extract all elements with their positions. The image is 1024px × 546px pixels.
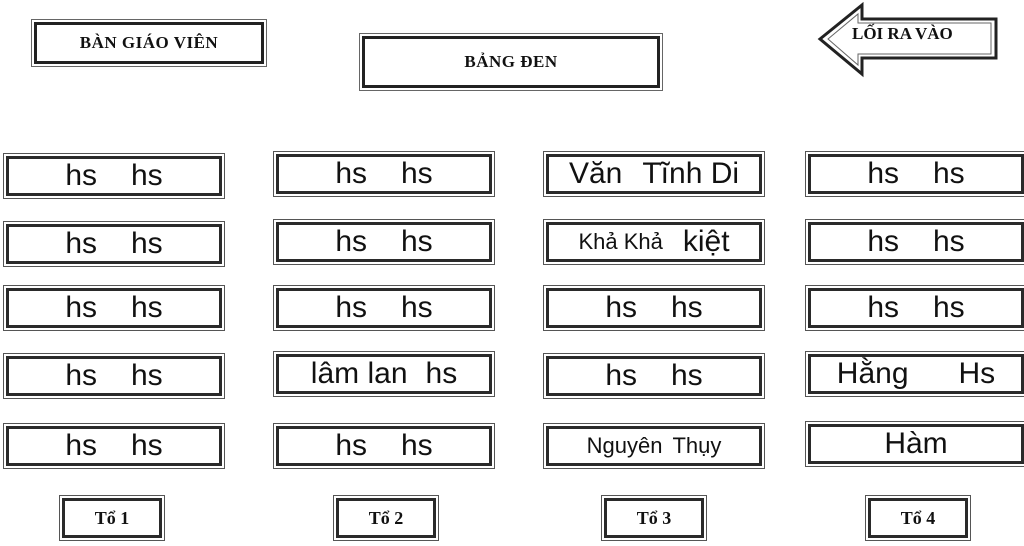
seat: hs [671, 291, 703, 324]
seat: hs [605, 359, 637, 392]
group-label-text: Tổ 2 [368, 507, 404, 528]
desk-g3-r2: Khả Khả kiệt [543, 219, 765, 265]
seat: hs [401, 429, 433, 462]
group-label-3: Tổ 3 [601, 495, 707, 541]
seat: hs [131, 359, 163, 392]
seat: hs [605, 291, 637, 324]
group-label-4: Tổ 4 [865, 495, 971, 541]
desk-g4-r3: hs hs [805, 285, 1024, 331]
seat: hs [933, 157, 965, 190]
desk-g2-r2: hs hs [273, 219, 495, 265]
group-label-text: Tổ 3 [636, 507, 672, 528]
seat: hs [65, 227, 97, 260]
desk-g2-r1: hs hs [273, 151, 495, 197]
desk-g1-r3: hs hs [3, 285, 225, 331]
desk-g2-r4: lâm lan hs [273, 351, 495, 397]
group-label-text: Tổ 1 [94, 507, 130, 528]
desk-g1-r1: hs hs [3, 153, 225, 199]
desk-g1-r5: hs hs [3, 423, 225, 469]
exit-label: LỐI RA VÀO [852, 24, 953, 43]
seat: hs [867, 225, 899, 258]
seat: hs [401, 291, 433, 324]
teacher-desk-label: BÀN GIÁO VIÊN [79, 33, 219, 52]
seat: Hằng [836, 357, 909, 390]
seat: hs [65, 159, 97, 192]
seat: Khả Khả [578, 229, 663, 254]
seat: lâm lan [310, 357, 408, 390]
desk-g3-r4: hs hs [543, 353, 765, 399]
seat: hs [933, 225, 965, 258]
seat: Thụy [672, 433, 722, 458]
blackboard-label: BẢNG ĐEN [464, 52, 558, 71]
seat: hs [131, 291, 163, 324]
seat: hs [933, 291, 965, 324]
desk-g3-r1: Văn Tĩnh Di [543, 151, 765, 197]
desk-g4-r2: hs hs [805, 219, 1024, 265]
group-label-1: Tổ 1 [59, 495, 165, 541]
seat: hs [65, 359, 97, 392]
seat: hs [867, 291, 899, 324]
seat: hs [401, 225, 433, 258]
desk-g2-r3: hs hs [273, 285, 495, 331]
seat: hs [867, 157, 899, 190]
group-label-text: Tổ 4 [900, 507, 936, 528]
teacher-desk: BÀN GIÁO VIÊN [31, 19, 267, 67]
desk-g2-r5: hs hs [273, 423, 495, 469]
seat: hs [131, 227, 163, 260]
desk-g1-r4: hs hs [3, 353, 225, 399]
seat: hs [335, 225, 367, 258]
desk-g4-r1: hs hs [805, 151, 1024, 197]
group-label-2: Tổ 2 [333, 495, 439, 541]
seat: hs [65, 429, 97, 462]
seat: hs [401, 157, 433, 190]
seat: Nguyên [586, 433, 663, 458]
desk-g4-r5: Hàm [805, 421, 1024, 467]
seat: Hs [958, 357, 996, 390]
seat: hs [425, 357, 458, 390]
seat: Tĩnh Di [642, 157, 740, 190]
seat: hs [335, 157, 367, 190]
desk-g1-r2: hs hs [3, 221, 225, 267]
seat: Văn [568, 157, 623, 190]
seat: Hàm [884, 427, 948, 460]
desk-g4-r4: Hằng Hs [805, 351, 1024, 397]
desk-g3-r3: hs hs [543, 285, 765, 331]
seat: hs [671, 359, 703, 392]
exit-arrow-icon [817, 2, 998, 78]
seat: hs [65, 291, 97, 324]
blackboard: BẢNG ĐEN [359, 33, 663, 91]
seat: hs [335, 429, 367, 462]
seat: hs [131, 159, 163, 192]
seat: hs [131, 429, 163, 462]
seat: kiệt [682, 225, 730, 258]
seat: hs [335, 291, 367, 324]
desk-g3-r5: Nguyên Thụy [543, 423, 765, 469]
